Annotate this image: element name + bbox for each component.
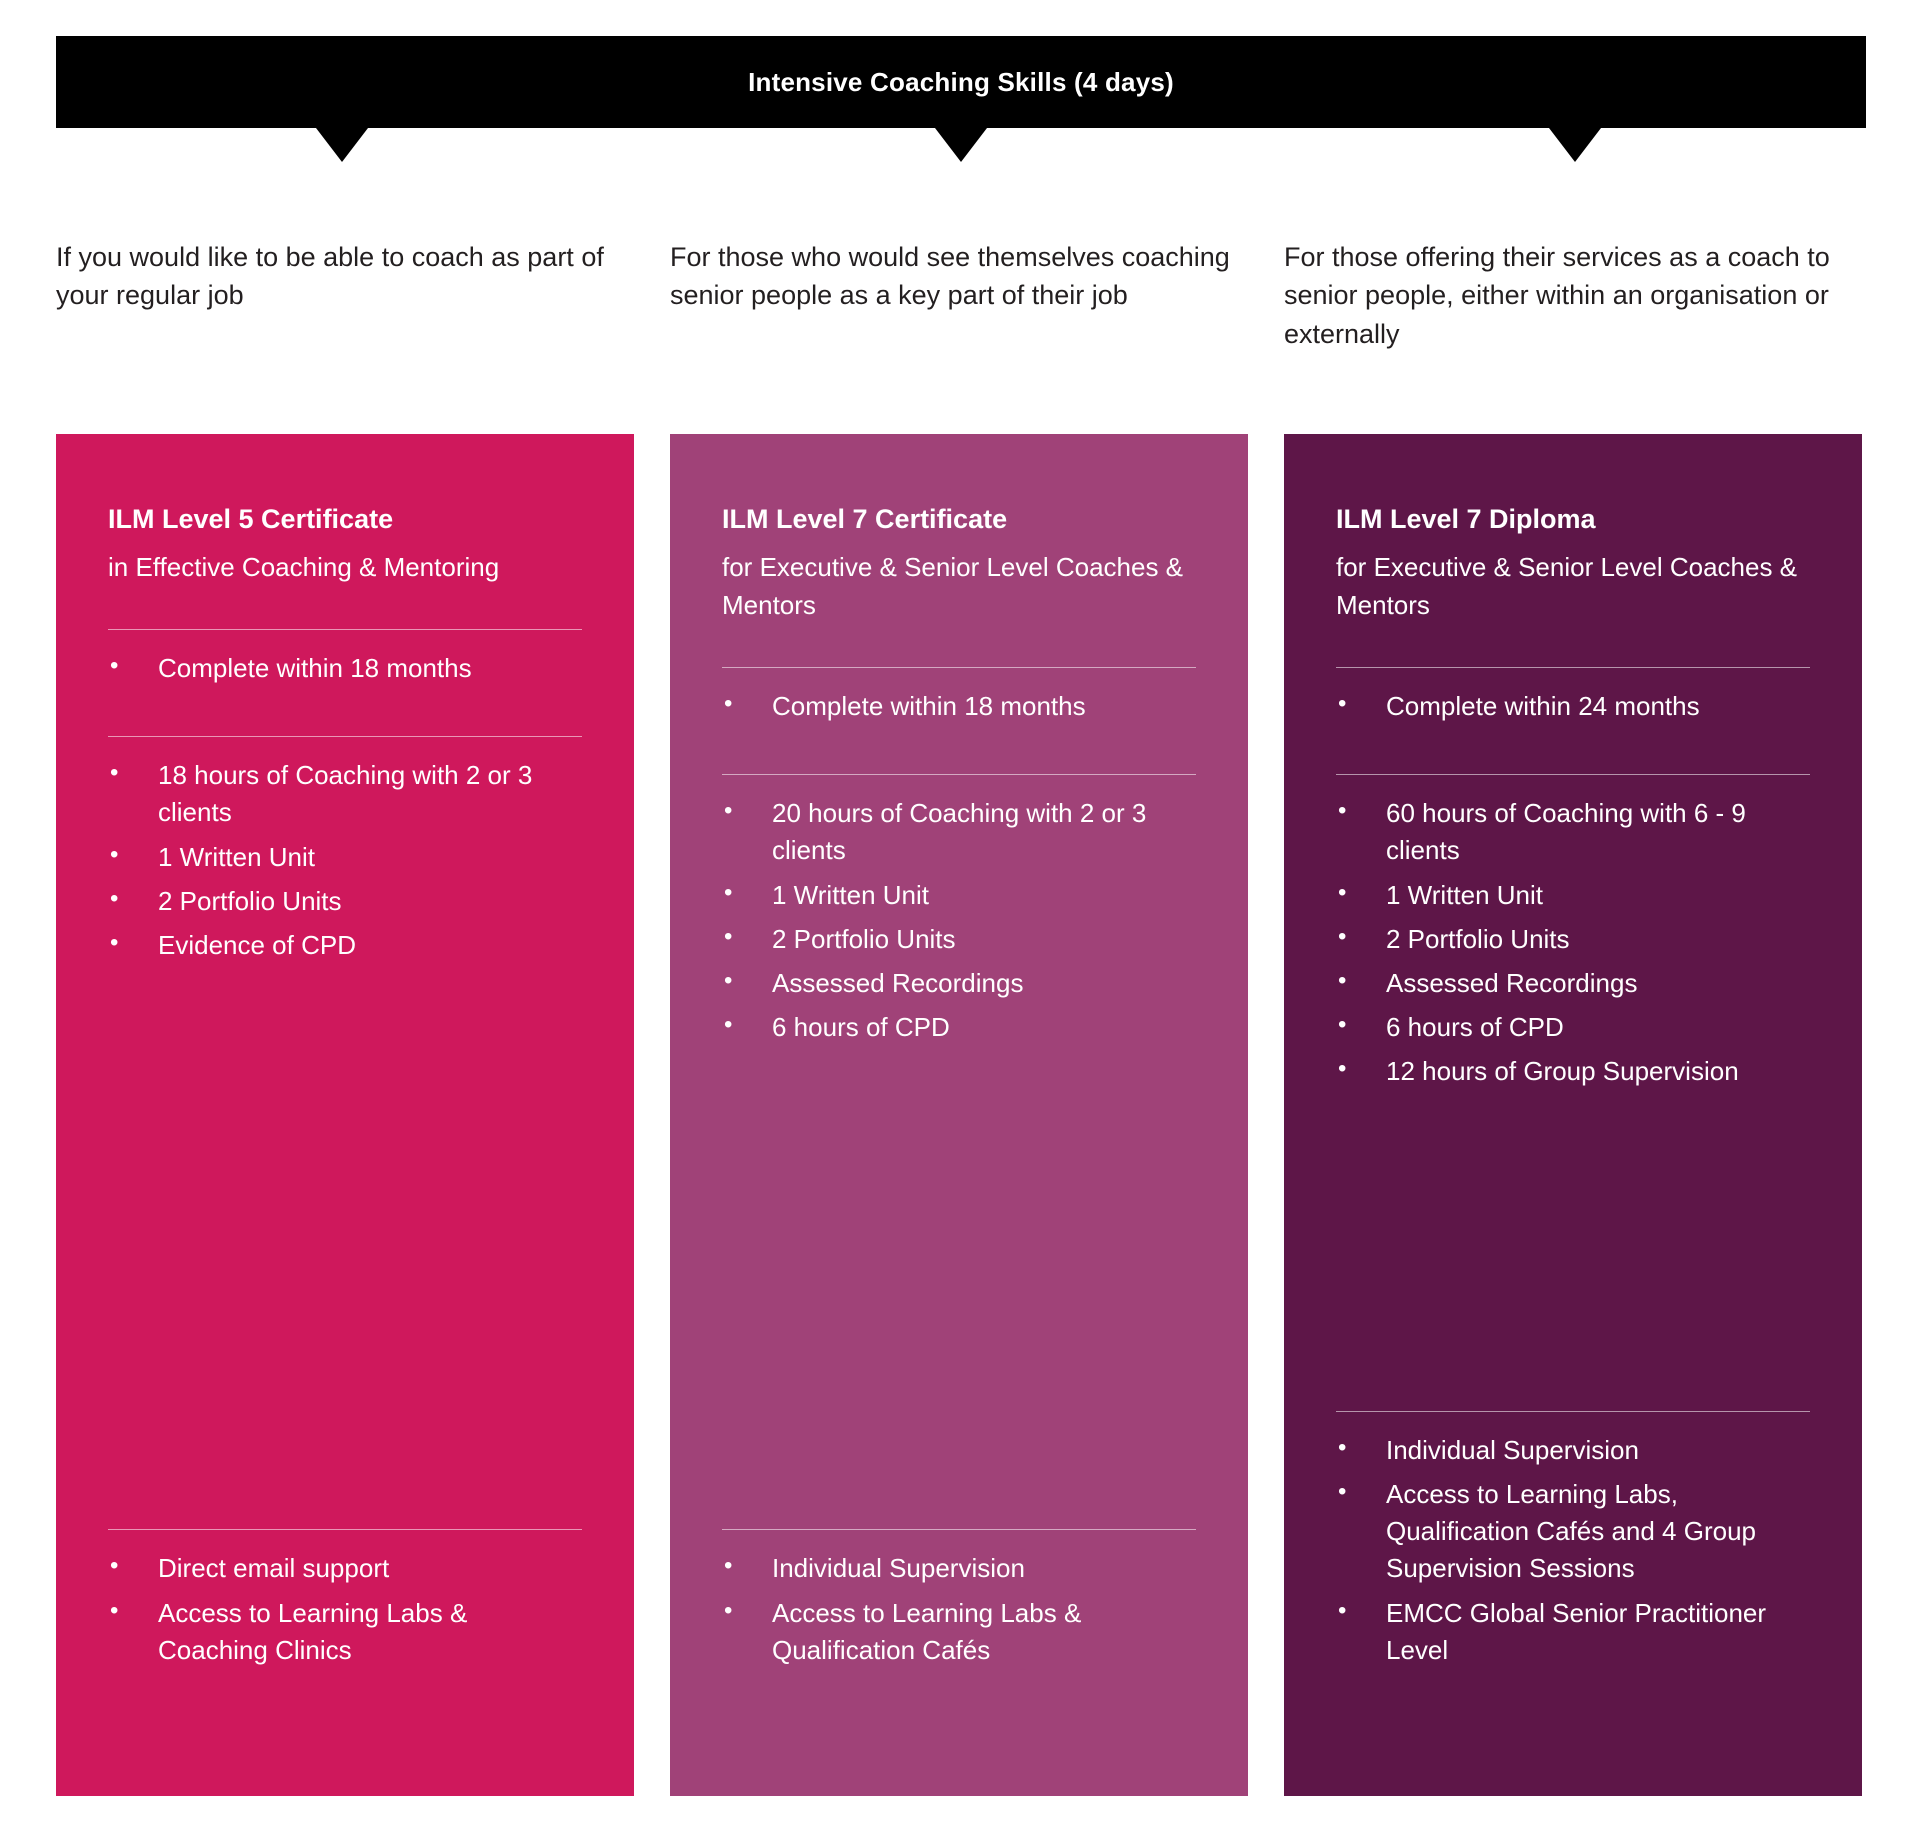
list-item: 2 Portfolio Units <box>108 882 582 920</box>
list-item: 1 Written Unit <box>1336 876 1810 914</box>
header-banner: Intensive Coaching Skills (4 days) <box>56 36 1866 128</box>
description-2: For those who would see themselves coach… <box>670 242 1230 311</box>
duration-list: Complete within 18 months <box>722 687 1196 732</box>
card-title: ILM Level 7 Certificate <box>722 504 1008 534</box>
requirements-list: 60 hours of Coaching with 6 - 9 clients … <box>1336 794 1810 1097</box>
requirements-list: 20 hours of Coaching with 2 or 3 clients… <box>722 794 1196 1053</box>
description-1: If you would like to be able to coach as… <box>56 242 604 311</box>
card-subtitle: for Executive & Senior Level Coaches & M… <box>1336 552 1798 621</box>
list-item: Complete within 24 months <box>1336 687 1810 725</box>
list-item: Individual Supervision <box>1336 1431 1810 1469</box>
qualification-card-level7-certificate: ILM Level 7 Certificate for Executive & … <box>670 434 1248 1796</box>
divider <box>722 667 1196 669</box>
list-item: 60 hours of Coaching with 6 - 9 clients <box>1336 794 1810 869</box>
list-item: EMCC Global Senior Practitioner Level <box>1336 1594 1810 1669</box>
support-group: Individual Supervision Access to Learnin… <box>1336 1369 1810 1756</box>
list-item: Complete within 18 months <box>722 687 1196 725</box>
support-group: Individual Supervision Access to Learnin… <box>722 1487 1196 1756</box>
list-item: Evidence of CPD <box>108 926 582 964</box>
list-item: Assessed Recordings <box>1336 964 1810 1002</box>
divider <box>722 774 1196 776</box>
card-title: ILM Level 5 Certificate <box>108 504 394 534</box>
card-subtitle: in Effective Coaching & Mentoring <box>108 552 500 583</box>
support-group: Direct email support Access to Learning … <box>108 1487 582 1756</box>
card-title: ILM Level 7 Diploma <box>1336 504 1596 534</box>
list-item: 12 hours of Group Supervision <box>1336 1052 1810 1090</box>
list-item: 1 Written Unit <box>722 876 1196 914</box>
divider <box>722 1529 1196 1531</box>
divider <box>1336 1410 1810 1412</box>
support-list: Direct email support Access to Learning … <box>108 1549 582 1669</box>
list-item: 20 hours of Coaching with 2 or 3 clients <box>722 794 1196 869</box>
divider <box>1336 667 1810 669</box>
divider <box>108 1529 582 1531</box>
list-item: Access to Learning Labs, Qualification C… <box>1336 1475 1810 1588</box>
list-item: 18 hours of Coaching with 2 or 3 clients <box>108 756 582 831</box>
duration-list: Complete within 24 months <box>1336 687 1810 732</box>
list-item: Access to Learning Labs & Qualification … <box>722 1594 1196 1669</box>
list-item: Direct email support <box>108 1549 582 1587</box>
list-item: 6 hours of CPD <box>1336 1008 1810 1046</box>
description-3: For those offering their services as a c… <box>1284 242 1830 349</box>
divider <box>108 736 582 738</box>
card-subtitle: for Executive & Senior Level Coaches & M… <box>722 552 1184 621</box>
list-item: Assessed Recordings <box>722 964 1196 1002</box>
support-list: Individual Supervision Access to Learnin… <box>722 1549 1196 1669</box>
support-list: Individual Supervision Access to Learnin… <box>1336 1431 1810 1669</box>
connector-arrow-3-icon <box>1549 128 1601 162</box>
list-item: 1 Written Unit <box>108 838 582 876</box>
list-item: Individual Supervision <box>722 1549 1196 1587</box>
qualification-card-level7-diploma: ILM Level 7 Diploma for Executive & Seni… <box>1284 434 1862 1796</box>
connector-arrow-2-icon <box>935 128 987 162</box>
list-item: 2 Portfolio Units <box>1336 920 1810 958</box>
list-item: 2 Portfolio Units <box>722 920 1196 958</box>
requirements-list: 18 hours of Coaching with 2 or 3 clients… <box>108 756 582 971</box>
qualification-cards: ILM Level 5 Certificate in Effective Coa… <box>56 434 1866 1796</box>
list-item: Complete within 18 months <box>108 649 582 687</box>
list-item: Access to Learning Labs & Coaching Clini… <box>108 1594 582 1669</box>
banner-title: Intensive Coaching Skills (4 days) <box>748 66 1174 97</box>
connector-arrow-1-icon <box>316 128 368 162</box>
duration-list: Complete within 18 months <box>108 649 582 694</box>
list-item: 6 hours of CPD <box>722 1008 1196 1046</box>
description-row: If you would like to be able to coach as… <box>56 238 1866 353</box>
divider <box>108 629 582 631</box>
qualification-card-level5: ILM Level 5 Certificate in Effective Coa… <box>56 434 634 1796</box>
divider <box>1336 774 1810 776</box>
